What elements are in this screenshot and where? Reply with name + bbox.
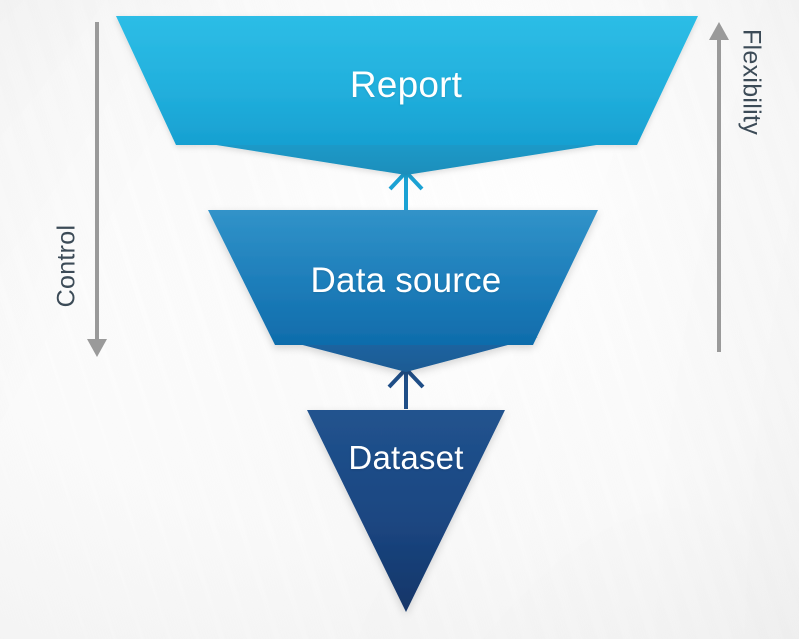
arrow-up-dark-icon	[387, 367, 425, 409]
axis-flexibility	[709, 22, 729, 352]
flexibility-axis-label: Flexibility	[737, 28, 766, 136]
arrow-down-icon	[87, 339, 107, 357]
report-skirt	[172, 138, 641, 175]
report-label: Report	[349, 64, 463, 105]
arrow-up-icon	[709, 22, 729, 40]
axis-control	[87, 22, 107, 357]
arrow-up-light-icon	[388, 170, 424, 210]
connector-dataset-to-data-source	[387, 367, 425, 409]
funnel-level-data-source[interactable]	[208, 210, 598, 372]
funnel-level-dataset[interactable]	[307, 410, 505, 612]
data-source-skirt	[272, 337, 538, 372]
dataset-shape[interactable]	[307, 410, 505, 612]
funnel-level-report[interactable]	[116, 16, 698, 175]
data-source-label: Data source	[310, 261, 502, 300]
report-shape[interactable]	[116, 16, 698, 145]
connector-data-source-to-report	[388, 170, 424, 210]
control-axis-label: Control	[52, 224, 81, 308]
dataset-label: Dataset	[348, 439, 464, 476]
data-source-shape[interactable]	[208, 210, 598, 345]
